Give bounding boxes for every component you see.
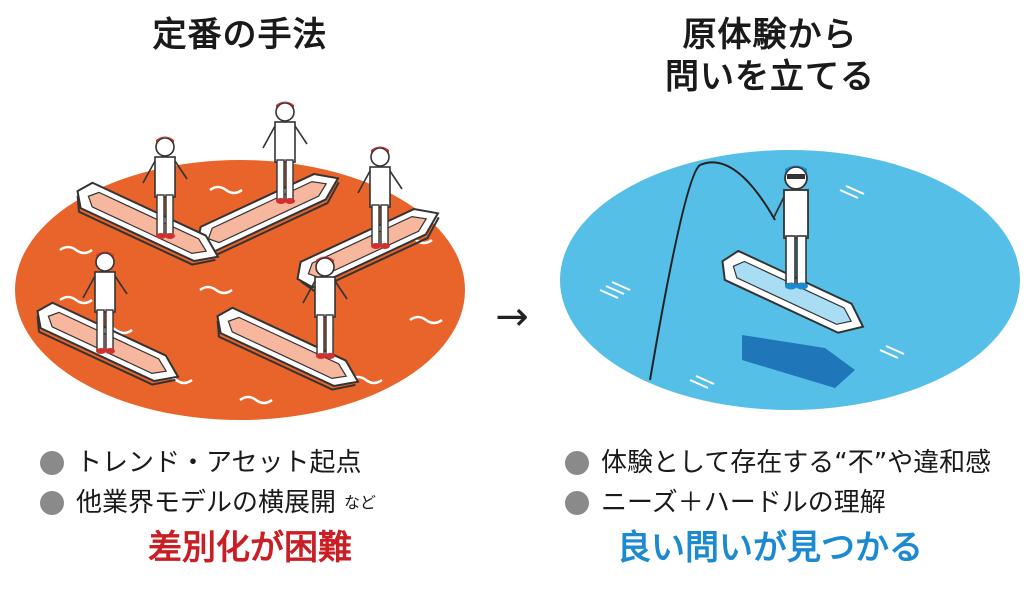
right-column-title: 原体験から 問いを立てる — [560, 14, 980, 98]
left-bullet-list: トレンド・アセット起点 他業界モデルの横展開 など — [40, 443, 376, 523]
blue-sea-ripples — [599, 185, 905, 389]
bullet-dot-icon — [40, 451, 64, 475]
left-conclusion: 差別化が困難 — [148, 528, 352, 568]
clear-boat — [721, 249, 865, 334]
right-bullet-list: 体験として存在する“不”や違和感 ニーズ＋ハードルの理解 — [565, 443, 991, 523]
left-column-title: 定番の手法 — [40, 14, 440, 56]
bullet-text: 体験として存在する“不”や違和感 — [601, 448, 992, 478]
right-conclusion: 良い問いが見つかる — [617, 528, 923, 568]
boat-shadow — [742, 335, 855, 388]
right-title-line-1: 原体験から — [682, 15, 858, 55]
bullet-dot-icon — [565, 451, 589, 475]
left-bullet-item: トレンド・アセット起点 — [40, 443, 376, 483]
arrow-icon: → — [495, 294, 529, 340]
bullet-text: ニーズ＋ハードルの理解 — [601, 488, 886, 518]
left-title-line-1: 定番の手法 — [152, 15, 328, 55]
fisher-person — [773, 165, 809, 290]
bullet-note: など — [344, 493, 377, 512]
bullet-dot-icon — [565, 491, 589, 515]
right-bullet-item: 体験として存在する“不”や違和感 — [565, 443, 991, 483]
fishing-rod — [649, 161, 776, 381]
left-bullet-item: 他業界モデルの横展開 など — [40, 483, 376, 523]
left-scene — [15, 100, 465, 420]
bullet-text: 他業界モデルの横展開 — [76, 488, 337, 518]
right-bullet-item: ニーズ＋ハードルの理解 — [565, 483, 991, 523]
right-title-line-2: 問いを立てる — [665, 57, 875, 97]
bullet-text: トレンド・アセット起点 — [76, 448, 362, 478]
right-scene — [560, 150, 1020, 410]
bullet-dot-icon — [40, 491, 64, 515]
